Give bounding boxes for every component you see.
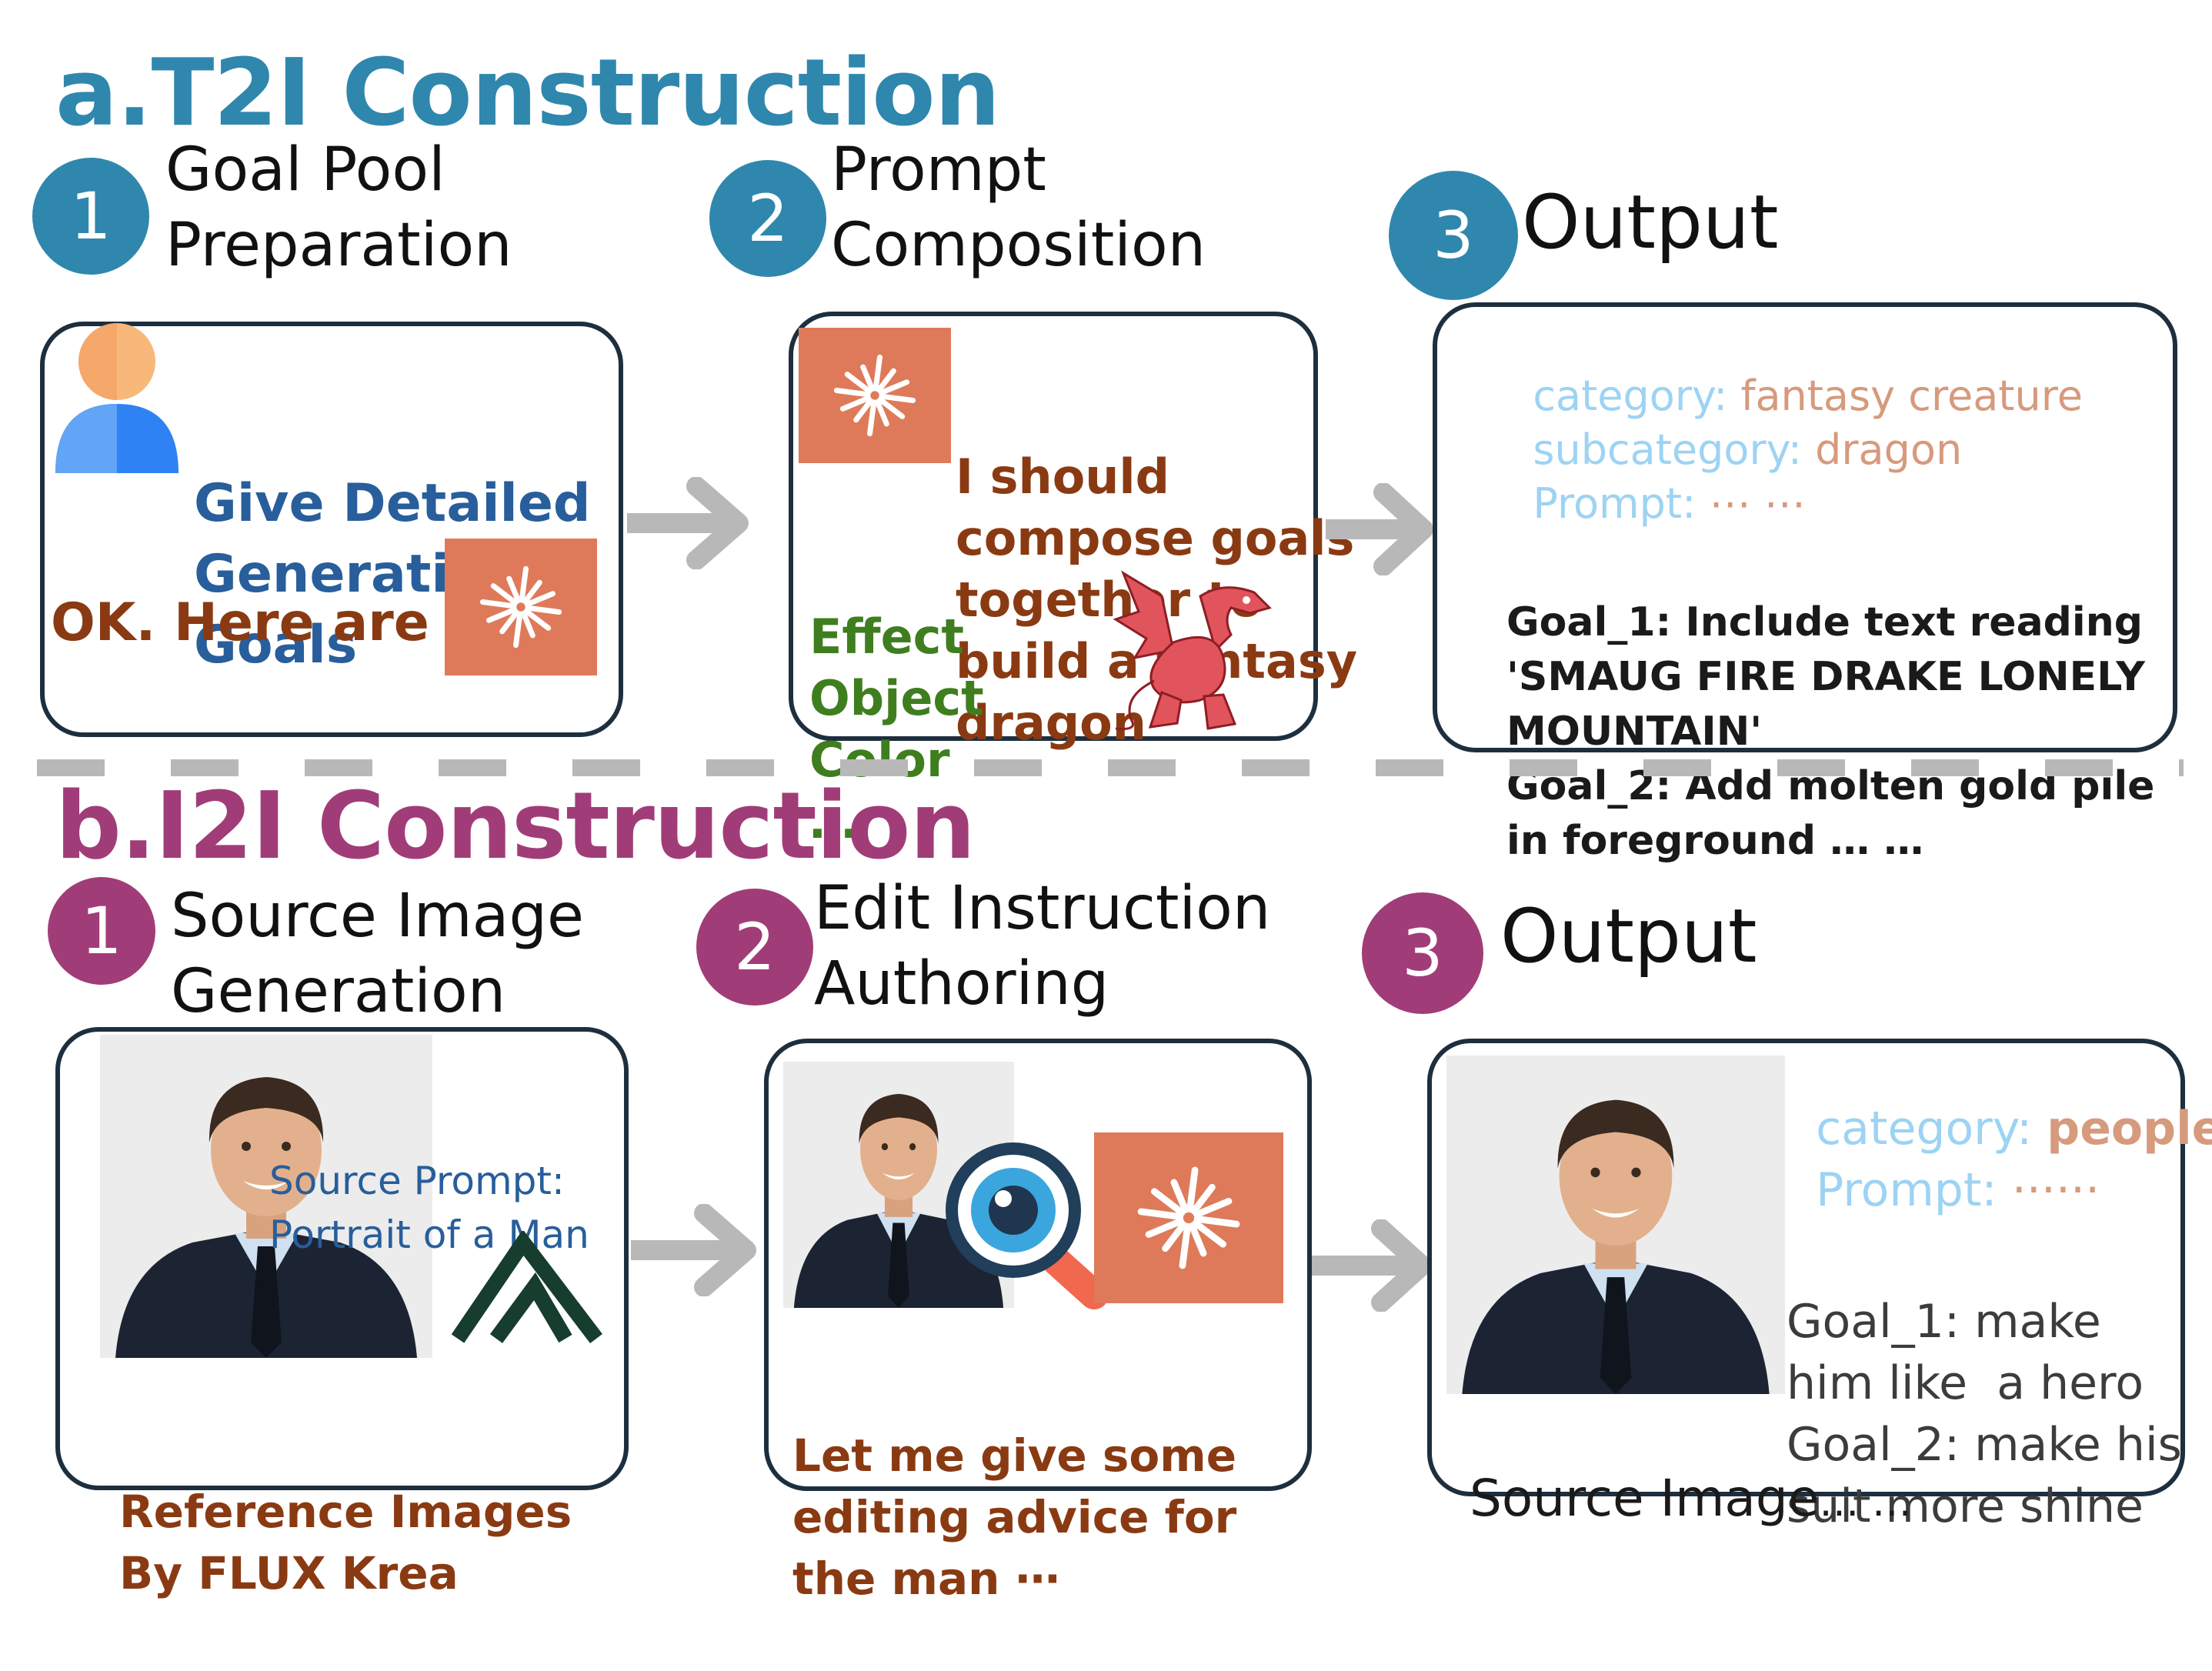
t2i-step-3-badge: 3 <box>1389 171 1518 300</box>
i2i-step-1-badge: 1 <box>48 877 155 985</box>
output-goals-text: Goal_1: Include text reading'SMAUG FIRE … <box>1506 599 2155 864</box>
i2i-step-3-badge: 3 <box>1362 892 1483 1014</box>
output-category-line: category: people <box>1816 1102 2212 1156</box>
flow-arrow-icon <box>631 1204 756 1296</box>
output-prompt-line: Prompt: ······ <box>1816 1163 2100 1217</box>
t2i-step-2-badge: 2 <box>709 160 826 277</box>
t2i-step-1-badge: 1 <box>32 158 149 275</box>
dragon-icon <box>1113 570 1272 730</box>
user-icon <box>55 323 178 473</box>
flux-logo-icon <box>451 1231 602 1344</box>
flow-arrow-icon <box>1326 483 1433 575</box>
i2i-step-2-badge: 2 <box>696 889 813 1006</box>
source-prompt-text: Source Prompt:Portrait of a Man <box>269 1159 589 1257</box>
i2i-section-title: b.I2I Construction <box>55 773 976 880</box>
t2i-step-3-label: Output <box>1522 179 1779 265</box>
t2i-section-title: a.T2I Construction <box>55 40 1000 147</box>
portrait-photo <box>100 1035 432 1358</box>
i2i-step-3-label: Output <box>1500 893 1757 979</box>
portrait-photo <box>1446 1056 1785 1394</box>
flow-arrow-icon <box>1312 1219 1432 1312</box>
magnifier-eye-icon <box>946 1142 1109 1309</box>
claude-logo-icon <box>445 539 597 675</box>
goal-reply-text: OK. Here are ⋯ <box>51 592 500 653</box>
section-divider <box>37 759 2184 776</box>
t2i-output-panel <box>1433 302 2177 752</box>
claude-logo-icon <box>1094 1132 1283 1303</box>
output-subcategory-line: subcategory: dragon <box>1533 425 1963 474</box>
claude-logo-icon <box>799 328 951 463</box>
output-prompt-line: Prompt: ⋯ ⋯ <box>1533 479 1806 528</box>
flow-arrow-icon <box>627 477 749 569</box>
output-category-line: category: fantasy creature <box>1533 372 2083 420</box>
